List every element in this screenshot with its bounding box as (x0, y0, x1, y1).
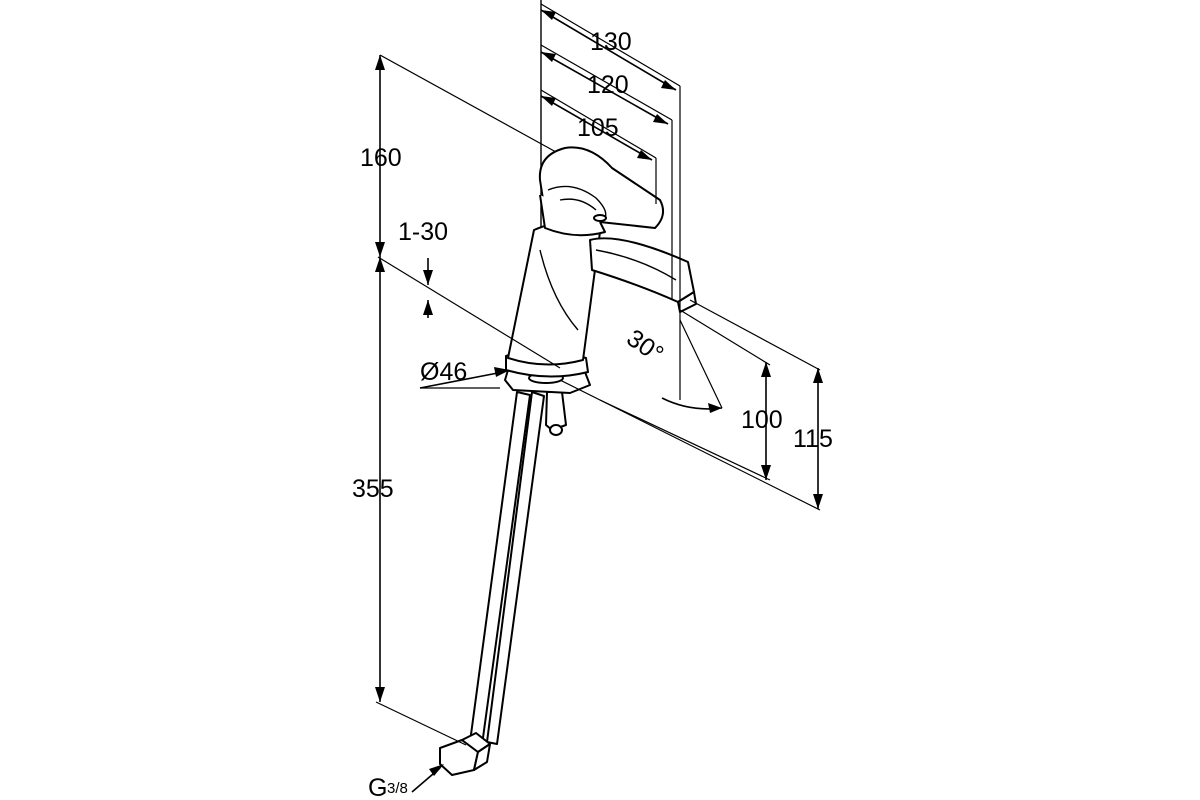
extension-lines (375, 3, 821, 746)
label-thread-prefix: G (368, 774, 387, 800)
dimension-thread-g38: G 3/8 (368, 764, 444, 800)
label-160: 160 (360, 144, 402, 172)
label-angle-30: 30° (621, 324, 668, 369)
dimension-1-30: 1-30 (398, 218, 448, 318)
faucet-body (439, 0, 697, 776)
dimension-105: 105 (540, 95, 653, 161)
label-105: 105 (577, 114, 619, 142)
label-120: 120 (587, 71, 629, 99)
label-355: 355 (352, 475, 394, 503)
label-115: 115 (793, 425, 833, 453)
dimension-100: 100 (741, 362, 783, 480)
label-100: 100 (741, 406, 783, 434)
label-thread-fraction: 3/8 (387, 780, 408, 797)
dimension-diameter-46: Ø46 (419, 358, 510, 389)
dimension-angle-30: 30° (621, 319, 723, 413)
dimension-120: 120 (540, 51, 669, 125)
label-130: 130 (590, 28, 632, 56)
label-1-30: 1-30 (398, 218, 448, 246)
dimension-115: 115 (793, 368, 833, 509)
label-diameter-46: Ø46 (420, 358, 467, 386)
dimension-160: 160 (360, 55, 402, 257)
dimension-355: 355 (352, 257, 394, 702)
dimension-130: 130 (540, 9, 677, 91)
